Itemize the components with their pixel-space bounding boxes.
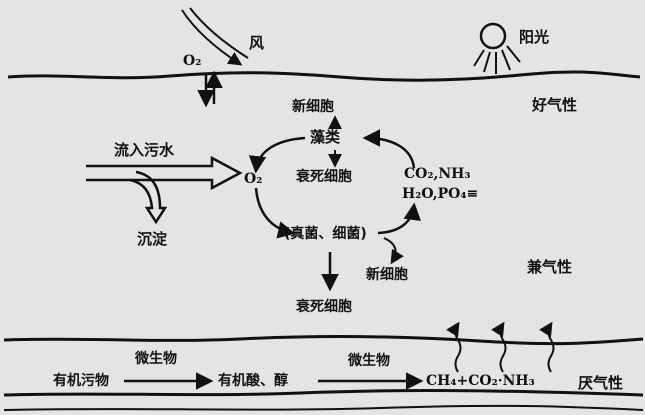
organic-matter-label: 有机污物 <box>53 373 109 389</box>
zone-anaerobic-label: 厌气性 <box>578 374 624 392</box>
wind-arrows <box>181 7 249 66</box>
inflow-arrow <box>86 155 243 191</box>
sludge-top-line <box>3 335 644 346</box>
new-cells-top-label: 新细胞 <box>292 99 334 115</box>
organic-acids-alcohols-label: 有机酸、醇 <box>218 373 288 389</box>
microbes-label-2: 微生物 <box>348 353 390 369</box>
dead-cells-top-label: 衰死细胞 <box>296 169 352 185</box>
sludge-bottom-line <box>3 389 644 397</box>
sunlight-label: 阳光 <box>519 28 550 46</box>
nutrients-line2-label: H₂O,PO₄≡ <box>402 186 479 202</box>
fungi-bacteria-label: (真菌、细菌) <box>284 226 367 242</box>
new-cells-bottom-label: 新细胞 <box>366 267 408 283</box>
zone-aerobic-label: 好气性 <box>532 96 578 114</box>
cycle-oxygen-label: O₂ <box>244 171 263 187</box>
sediment-label: 沉淀 <box>137 230 168 248</box>
sun-icon <box>473 22 521 74</box>
water-surface-line <box>7 70 641 82</box>
anaerobic-products-label: CH₄+CO₂·NH₃ <box>426 373 535 389</box>
dead-cells-bottom-label: 衰死细胞 <box>296 299 352 315</box>
zone-facultative-label: 兼气性 <box>527 258 573 276</box>
gas-bubbles-arrows <box>446 321 555 373</box>
wastewater-inflow-label: 流入污水 <box>114 141 175 159</box>
sludge-bottom-line-2 <box>3 404 644 411</box>
sediment-arrow <box>129 170 168 225</box>
microbes-label-1: 微生物 <box>135 351 177 367</box>
wind-label: 风 <box>249 34 265 52</box>
oxygen-exchange-arrows <box>197 70 223 108</box>
nutrients-line1-label: CO₂,NH₃ <box>404 166 471 182</box>
algae-label: 藻类 <box>310 128 341 146</box>
surface-oxygen-label: O₂ <box>183 53 202 69</box>
algae-bacteria-cycle <box>248 115 421 292</box>
